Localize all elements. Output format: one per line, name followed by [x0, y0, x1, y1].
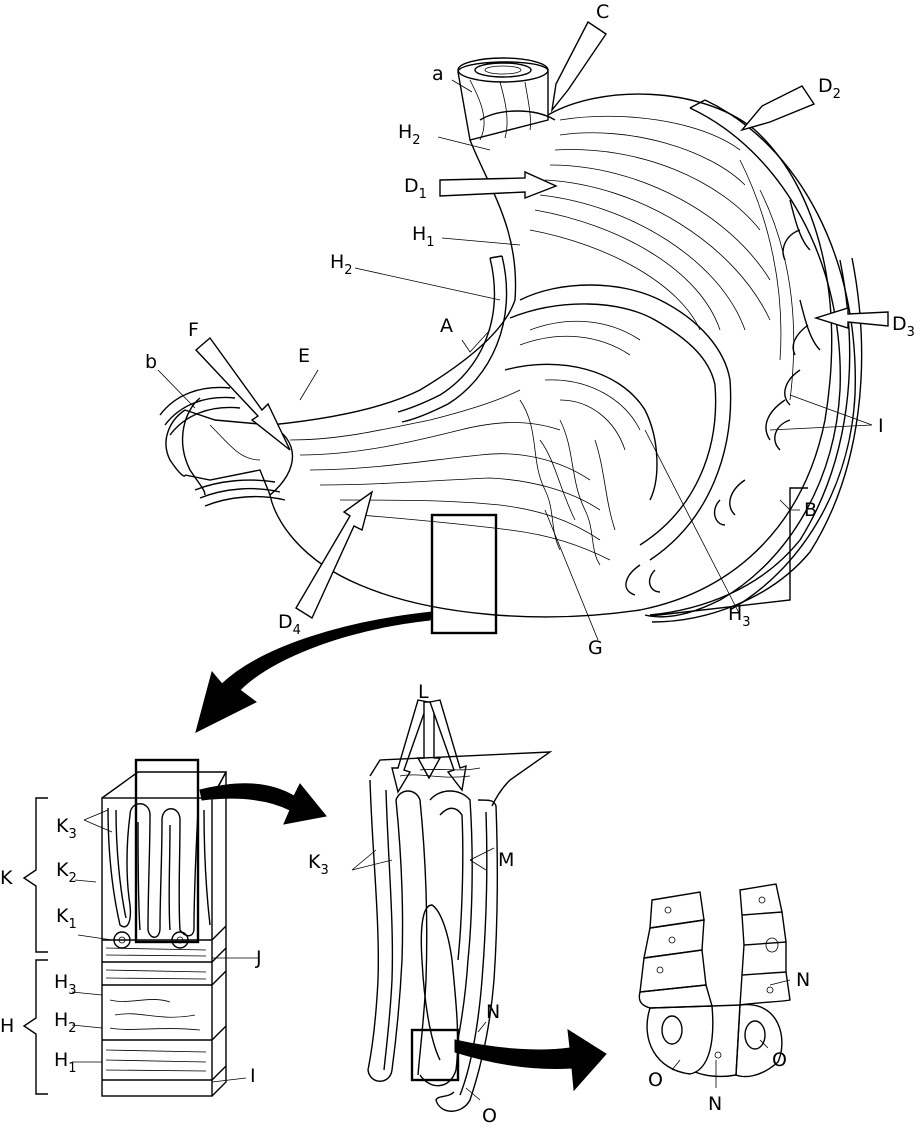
label-b: b — [145, 351, 157, 373]
label-H2-a: H2 — [398, 121, 421, 148]
blood-vessels — [625, 199, 821, 596]
label-J: J — [255, 947, 262, 969]
label-N-cells-a: N — [796, 969, 810, 991]
label-H1-top: H1 — [412, 223, 435, 250]
label-F: F — [188, 319, 199, 341]
label-I-block: I — [250, 1065, 256, 1087]
pointer-arrows — [194, 20, 889, 794]
tissue-block — [101, 758, 228, 1097]
pylorus-duodenum — [159, 386, 294, 507]
flow-arrows — [195, 611, 607, 1092]
lesser-curvature-strip — [397, 255, 508, 423]
label-B: B — [804, 499, 817, 521]
label-L: L — [418, 681, 429, 703]
label-O-cells-a: O — [648, 1069, 663, 1091]
label-K3-gland: K3 — [308, 851, 329, 878]
label-M: M — [498, 849, 514, 871]
gland-cell-cluster — [638, 883, 791, 1078]
label-D3: D3 — [892, 313, 915, 340]
longitudinal-muscle-fibers — [529, 115, 795, 401]
label-D2: D2 — [818, 75, 841, 102]
label-D1: D1 — [404, 175, 427, 202]
label-a: a — [432, 63, 444, 85]
leader-lines — [22, 79, 873, 1101]
label-K: K — [0, 867, 13, 889]
label-N-gland: N — [486, 1001, 500, 1023]
label-N-cells-b: N — [708, 1093, 722, 1115]
label-D4: D4 — [278, 611, 301, 638]
arrow-L-right — [429, 699, 467, 792]
label-G: G — [588, 637, 603, 659]
arrow-C — [550, 20, 607, 113]
gastric-gland — [367, 751, 553, 1112]
label-H2-b: H2 — [330, 251, 353, 278]
label-I-top: I — [878, 415, 884, 437]
arrow-F — [194, 336, 291, 451]
label-K3-block: K3 — [56, 815, 77, 842]
stomach-illustration — [159, 57, 863, 635]
label-H: H — [0, 1015, 14, 1037]
label-K2: K2 — [56, 859, 77, 886]
label-C: C — [596, 1, 609, 23]
arrow-L-left — [391, 699, 429, 794]
big-arrow-stomach-to-block — [195, 611, 433, 733]
label-H3-top: H3 — [728, 603, 751, 630]
label-E: E — [298, 345, 310, 367]
label-H2-block: H2 — [54, 1009, 77, 1036]
label-K1: K1 — [56, 905, 77, 932]
arrow-D4 — [295, 490, 374, 620]
label-A: A — [440, 315, 453, 337]
muscle-layers-cutaway — [504, 284, 732, 561]
stomach-outer-wall — [184, 93, 863, 623]
sample-region-box — [430, 513, 498, 635]
label-H3-block: H3 — [54, 971, 77, 998]
big-arrow-gland-to-cells — [454, 1029, 607, 1092]
big-arrow-block-to-gland — [199, 783, 327, 825]
label-O-cells-b: O — [772, 1049, 787, 1071]
label-O-gland: O — [482, 1105, 497, 1127]
arrow-D1 — [439, 170, 558, 200]
esophagus — [457, 57, 556, 141]
arrow-D2 — [740, 85, 816, 132]
arrow-D3 — [813, 307, 889, 329]
label-H1-block: H1 — [54, 1049, 77, 1076]
gastric-rugae — [289, 389, 616, 566]
